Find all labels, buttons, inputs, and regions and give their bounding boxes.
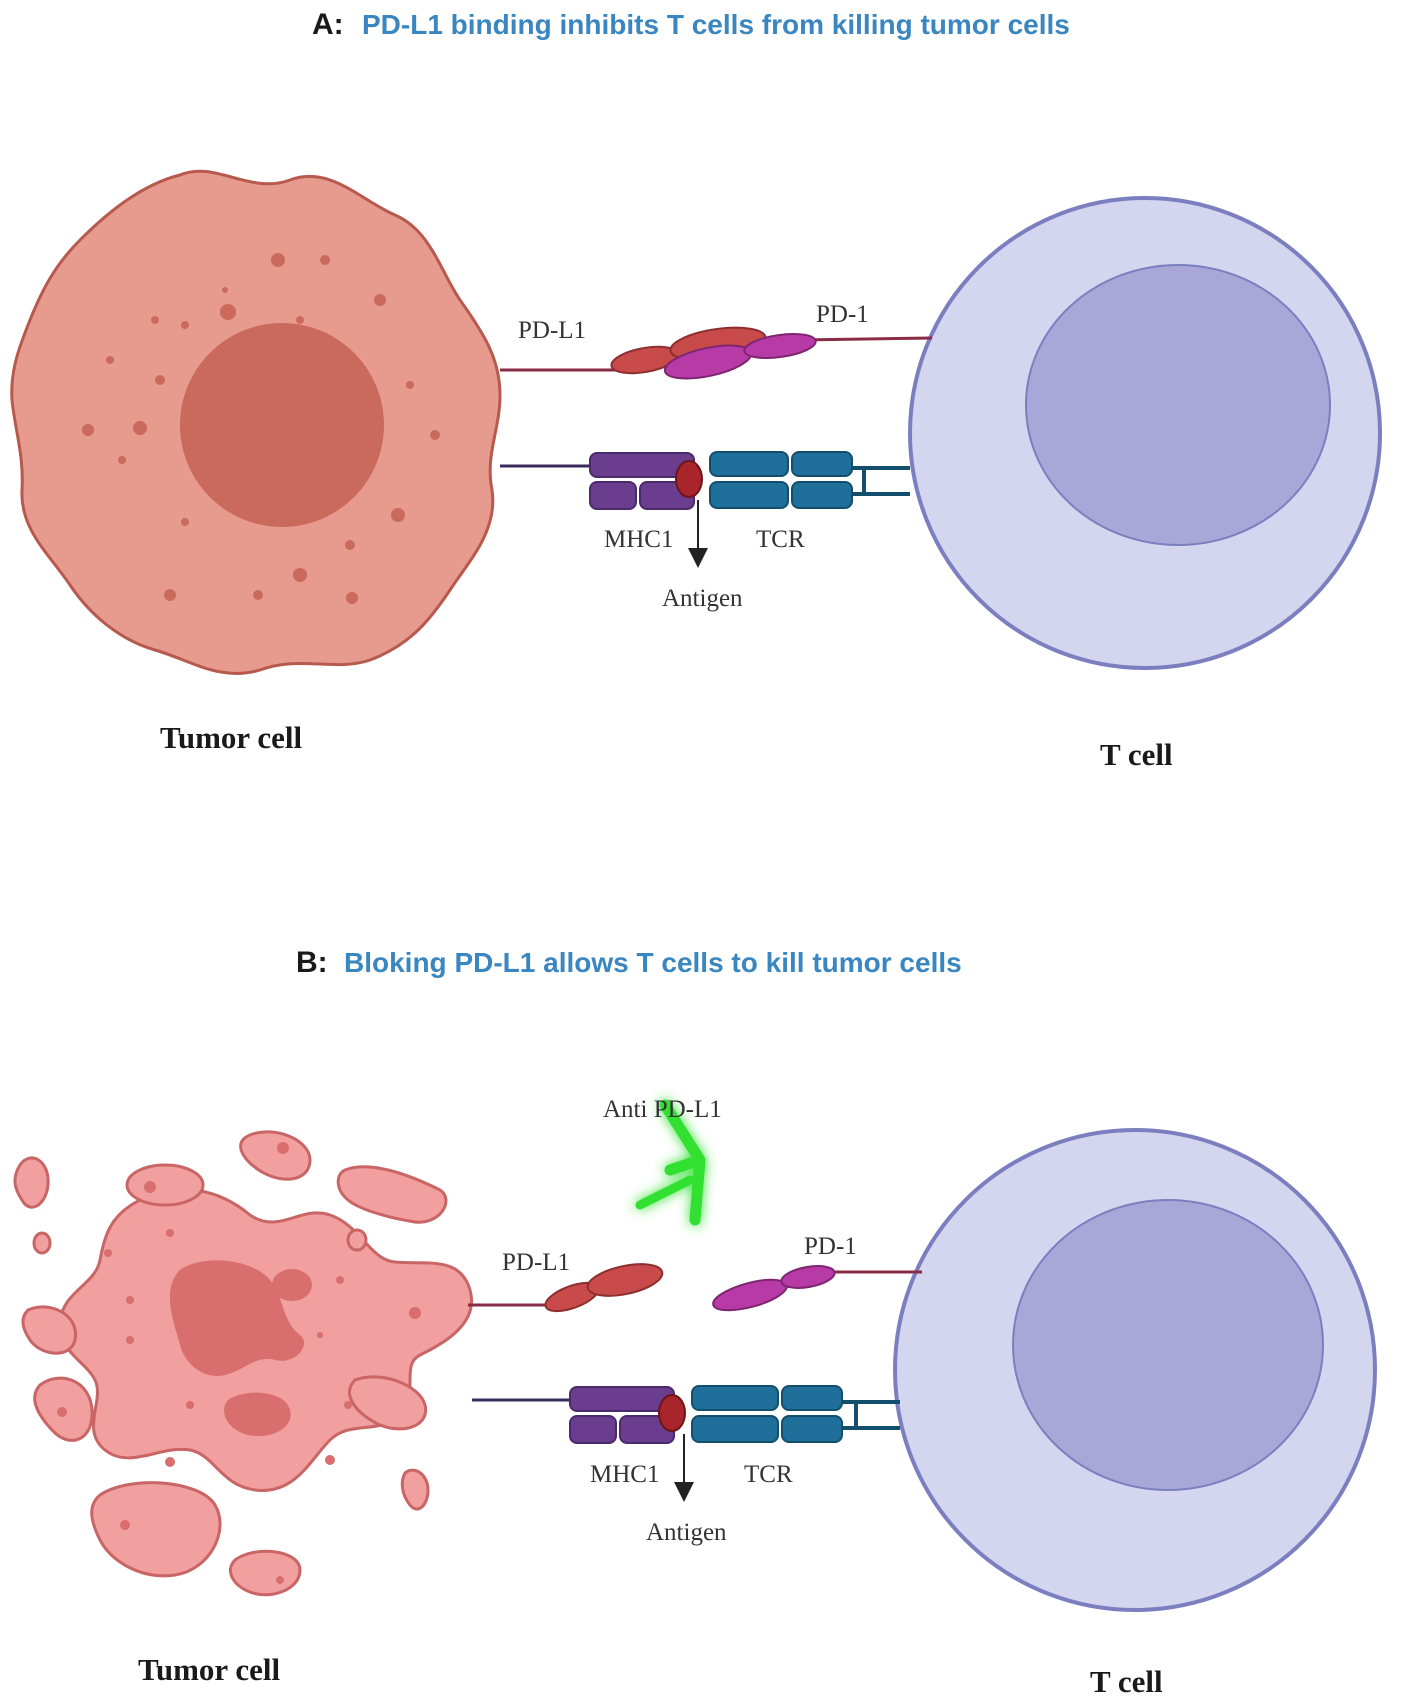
anti-pdl1-antibody: [635, 1099, 706, 1226]
tcr-beta-1-a: [709, 481, 789, 509]
tumor-fragment-5: [32, 1231, 52, 1255]
pd1-domain-1-b: [712, 1278, 788, 1312]
pdl1-domain-2-b: [586, 1263, 664, 1297]
pdl1-pd1-complex-a: PD-L1 PD-1: [500, 301, 933, 380]
tcr-alpha-1-a: [709, 451, 789, 477]
tumor-fragment-4: [336, 1165, 448, 1224]
tcr-anchor-a: [852, 466, 910, 496]
panel-b-title: Bloking PD-L1 allows T cells to kill tum…: [344, 947, 962, 978]
tumor-b-nucleus-fragment-2: [224, 1392, 291, 1437]
tcr-beta-1-b: [691, 1415, 779, 1443]
tcr-alpha-2-a: [791, 451, 853, 477]
tumor-cell-b-granules: [57, 1142, 421, 1584]
panel-a-letter: A:: [312, 8, 344, 41]
binding-groove-a: [698, 466, 715, 493]
pdl1-pd1-separated-b: PD-L1 PD-1: [468, 1233, 922, 1313]
panel-a: A: PD-L1 binding inhibits T cells from k…: [10, 8, 1382, 772]
t-cell-a: [908, 196, 1382, 670]
pd1-domain-2-b: [780, 1265, 836, 1289]
tumor-fragment-7: [21, 1305, 77, 1355]
antigen-label-b: Antigen: [646, 1519, 727, 1546]
t-cell-label-b: T cell: [1090, 1664, 1163, 1698]
panel-b: B: Bloking PD-L1 allows T cells to kill …: [13, 946, 1377, 1699]
t-cell-a-nucleus: [1025, 264, 1331, 546]
mhc-tcr-complex-a: MHC1 TCR Antigen: [500, 451, 910, 612]
tumor-fragment-11: [90, 1481, 222, 1578]
tcr-alpha-2-b: [781, 1385, 843, 1411]
pd1-label-b: PD-1: [804, 1233, 857, 1260]
tumor-cell-a-nucleus: [180, 323, 384, 527]
tumor-b-nucleus-fragment-1: [272, 1269, 312, 1301]
tumor-fragment-3: [239, 1130, 312, 1181]
tumor-fragment-12: [229, 1549, 302, 1597]
antigen-peptide-b: [658, 1394, 686, 1432]
mhc-heavy-chain-b: [569, 1386, 675, 1412]
tcr-anchor-b: [842, 1400, 900, 1430]
t-cell-b-nucleus: [1012, 1199, 1324, 1491]
pd1-stalk-a: [799, 336, 933, 342]
tumor-fragment-1: [13, 1156, 50, 1209]
mhc-domain-1-a: [589, 481, 637, 510]
tcr-label-a: TCR: [756, 526, 805, 553]
pdl1-label-b: PD-L1: [502, 1249, 570, 1276]
t-cell-label-a: T cell: [1100, 737, 1173, 772]
tcr-beta-2-a: [791, 481, 853, 509]
tumor-b-nucleus-main: [169, 1260, 304, 1376]
tumor-fragment-6: [346, 1228, 368, 1252]
tumor-fragment-10: [400, 1468, 430, 1511]
antibody-arm-icon: [635, 1175, 695, 1210]
pdl1-label-a: PD-L1: [518, 317, 586, 344]
mhc-domain-1-b: [569, 1415, 617, 1444]
antigen-label-a: Antigen: [662, 585, 743, 612]
tumor-fragment-9: [348, 1375, 428, 1431]
tumor-cell-b-nucleus-fragments: [169, 1260, 312, 1437]
antibody-label-b: Anti PD-L1: [603, 1096, 722, 1123]
tumor-cell-label-b: Tumor cell: [138, 1652, 280, 1687]
tcr-beta-2-b: [781, 1415, 843, 1443]
tcr-alpha-1-b: [691, 1385, 779, 1411]
pd1-label-a: PD-1: [816, 301, 869, 328]
tumor-cell-label-a: Tumor cell: [160, 720, 302, 755]
tumor-fragment-2: [125, 1163, 205, 1207]
mhc-label-b: MHC1: [590, 1461, 659, 1488]
pd1-domain-2-a: [743, 333, 817, 359]
antibody-icon: [659, 1099, 706, 1226]
tcr-label-b: TCR: [744, 1461, 793, 1488]
antigen-peptide-a: [675, 460, 703, 498]
mhc-label-a: MHC1: [604, 526, 673, 553]
panel-b-letter: B:: [296, 946, 328, 979]
tumor-cell-a-granules: [82, 253, 440, 604]
t-cell-b: [893, 1128, 1377, 1612]
tumor-cell-a: [10, 169, 502, 675]
mhc-tcr-complex-b: MHC1 TCR Antigen: [472, 1385, 900, 1546]
panel-a-title: PD-L1 binding inhibits T cells from kill…: [362, 9, 1070, 40]
